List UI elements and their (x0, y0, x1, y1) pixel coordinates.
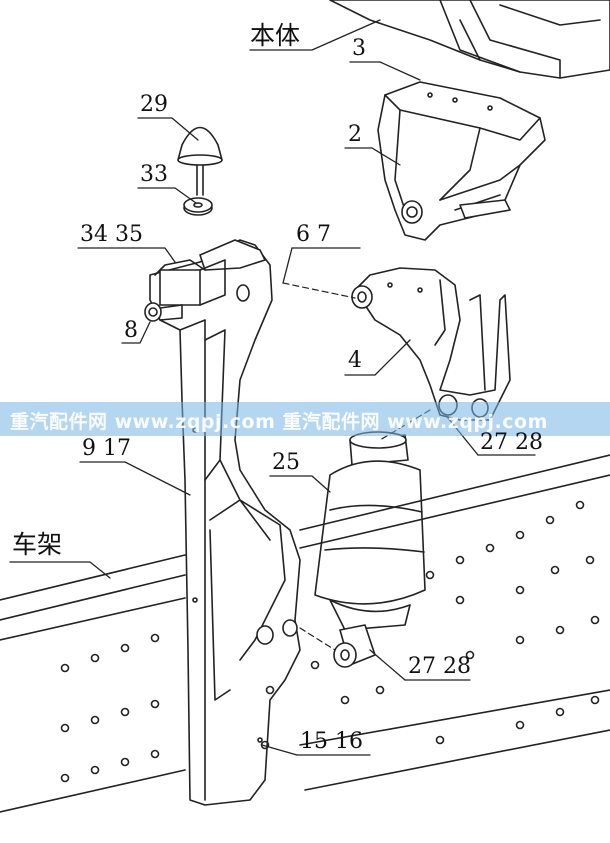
label-part-29: 29 (140, 92, 168, 117)
label-part-3: 3 (352, 36, 366, 61)
label-part-33: 33 (140, 162, 168, 187)
label-part-4: 4 (348, 348, 362, 373)
watermark-banner (0, 402, 610, 436)
air-spring (314, 431, 426, 668)
link-bracket (351, 267, 511, 421)
label-part-9-17: 9 17 (82, 436, 131, 461)
label-part-15-16: 15 16 (300, 729, 363, 754)
label-part-6-7: 6 7 (296, 222, 331, 247)
label-part-27-28-top: 27 28 (480, 430, 543, 455)
label-part-2: 2 (348, 122, 362, 147)
label-part-8: 8 (124, 318, 138, 343)
leader-lines (9, 19, 536, 756)
label-part-27-28-bottom: 27 28 (408, 654, 471, 679)
watermark-text: 重汽配件网 www.zqpj.com 重汽配件网 www.zqpj.com (10, 411, 548, 433)
washer (183, 197, 213, 216)
label-part-34-35: 34 35 (80, 222, 143, 247)
cab-body (329, 0, 610, 79)
upper-bracket (377, 81, 546, 241)
frame-rail (0, 454, 610, 813)
label-body: 本体 (250, 21, 301, 50)
bump-stop (177, 126, 223, 196)
main-bracket (144, 239, 301, 806)
label-frame: 车架 (12, 530, 63, 559)
label-part-25: 25 (272, 450, 300, 475)
